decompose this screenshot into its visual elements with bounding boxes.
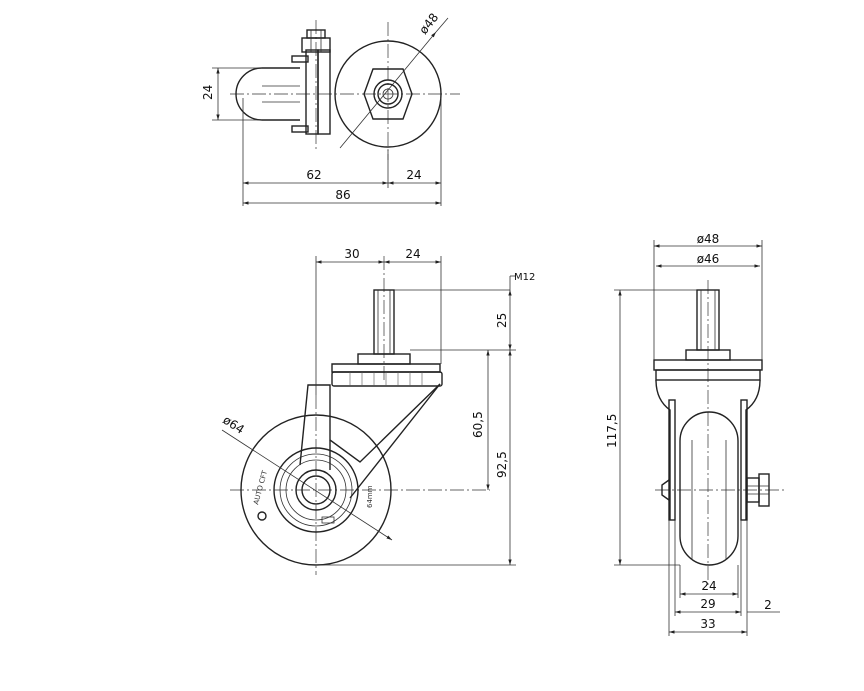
front-wheel-width-label: 24	[701, 579, 716, 593]
side-thread-stem	[373, 289, 395, 355]
side-view: AUTO CFT 64mm 30 24 M12	[220, 247, 535, 575]
top-plate-circle	[334, 40, 442, 148]
side-halfwidth-label: 24	[405, 247, 420, 261]
top-view: ø48 24 62 24 86	[201, 10, 460, 206]
front-nut-offset-label: 2	[764, 598, 772, 612]
front-fork-width-label: 29	[700, 597, 715, 611]
side-wheel-dia-label: ø64	[220, 413, 247, 437]
front-overall-width-label: 33	[700, 617, 715, 631]
top-len-left-label: 62	[306, 168, 321, 182]
side-fork	[299, 383, 441, 466]
top-dia-label: ø48	[416, 10, 441, 36]
front-total-height-label: 117,5	[605, 414, 619, 448]
front-inner-dia-label: ø46	[697, 252, 720, 266]
side-threadlen-label: 25	[495, 313, 509, 328]
side-axle-height-label: 92,5	[495, 451, 509, 478]
side-wheel-mark: 64mm	[366, 485, 374, 508]
side-thread-label: M12	[514, 272, 535, 283]
front-fork	[655, 379, 671, 520]
top-height-label: 24	[201, 85, 215, 100]
top-hex-nut	[363, 68, 413, 120]
side-swivel-height-label: 60,5	[471, 411, 485, 438]
front-view: ø48 ø46 117,5 24 29 2 33	[605, 232, 785, 636]
side-offset-label: 30	[344, 247, 359, 261]
top-total-label: 86	[335, 188, 350, 202]
front-wheel	[679, 411, 739, 566]
front-plate-dia-label: ø48	[697, 232, 720, 246]
top-len-right-label: 24	[406, 168, 421, 182]
side-brand-text: AUTO CFT	[252, 469, 269, 506]
top-wheel-body	[235, 67, 300, 121]
front-thread-stem	[696, 289, 720, 351]
